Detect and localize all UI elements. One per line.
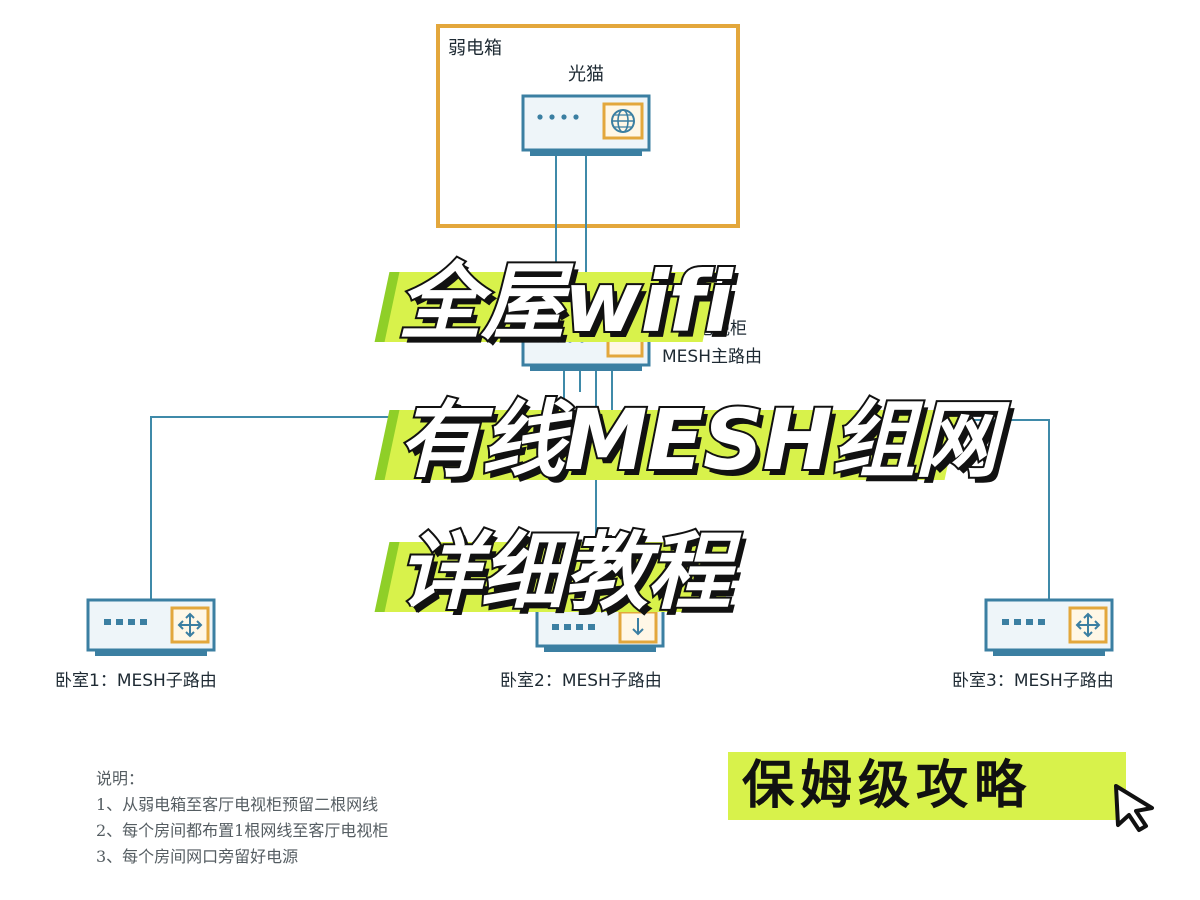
weak-current-box	[436, 24, 740, 228]
router-arrows-icon	[1068, 606, 1108, 644]
bedroom-1-label: 卧室1：MESH子路由	[55, 671, 217, 691]
modem-device	[521, 94, 651, 156]
note-item-3: 3、每个房间网口旁留好电源	[96, 847, 299, 866]
title-line-3: 详细教程	[384, 520, 738, 624]
title-line-2: 有线MESH组网	[384, 388, 1001, 492]
globe-icon	[602, 102, 644, 140]
badge-text: 保姆级攻略	[742, 756, 1033, 816]
bedroom-2-label: 卧室2：MESH子路由	[500, 671, 662, 691]
bedroom-router-1	[86, 598, 216, 656]
title-text-1: 全屋wifi	[396, 251, 735, 353]
modem-port-lights	[537, 114, 579, 120]
notes-block: 说明： 1、从弱电箱至客厅电视柜预留二根网线 2、每个房间都布置1根网线至客厅电…	[96, 766, 516, 870]
title-text-3: 详细教程	[396, 521, 733, 623]
bedroom-3-label: 卧室3：MESH子路由	[952, 671, 1114, 691]
cursor-icon	[1114, 784, 1154, 832]
main-router-label-line2: MESH主路由	[662, 347, 762, 367]
note-item-2: 2、每个房间都布置1根网线至客厅电视柜	[96, 821, 389, 840]
notes-heading: 说明：	[96, 769, 145, 788]
download-arrow-icon	[618, 610, 658, 644]
guide-badge: 保姆级攻略	[728, 752, 1126, 820]
title-text-2: 有线MESH组网	[396, 389, 1001, 491]
note-item-1: 1、从弱电箱至客厅电视柜预留二根网线	[96, 795, 379, 814]
bedroom-router-3	[984, 598, 1114, 656]
router-arrows-icon	[170, 606, 210, 644]
title-line-1: 全屋wifi	[384, 250, 735, 354]
modem-label: 光猫	[568, 64, 604, 85]
box-label: 弱电箱	[448, 38, 502, 59]
